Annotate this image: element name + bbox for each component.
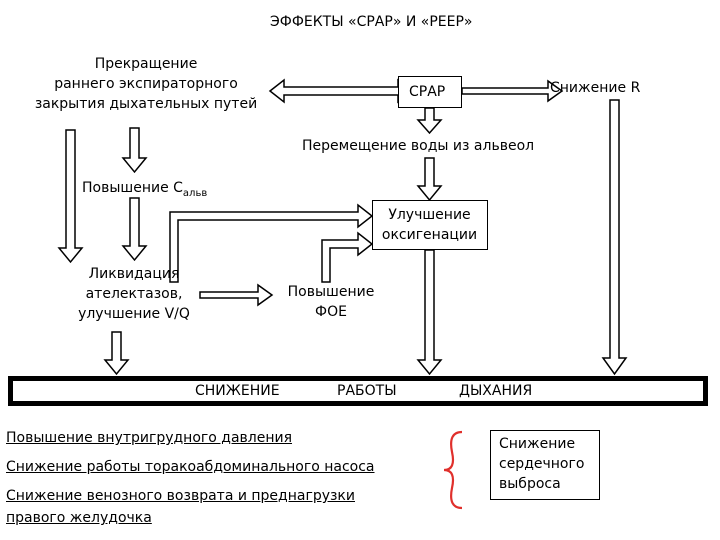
effect-3-cont: правого желудочка: [6, 510, 152, 526]
arrow-prekr-cpap: [268, 78, 414, 104]
arrow-peremesh-uluch: [416, 157, 443, 202]
arrow-povyshC-likv: [121, 197, 148, 262]
node-uluchshenie-text: Улучшение оксигенации: [373, 205, 486, 245]
node-prekrashchenie: Прекращение раннего экспираторного закры…: [20, 54, 272, 114]
node-uluchshenie-line2: оксигенации: [381, 227, 478, 243]
node-povyshenie-foe: Повышение ФОЕ: [278, 282, 384, 322]
node-likvidaciya-line2: ателектазов,: [85, 286, 183, 302]
node-cardiac-output-box: Снижение сердечного выброса: [490, 430, 600, 500]
node-cardiac-output-line1: Снижение: [499, 436, 576, 452]
arrow-cpap-peremesh: [416, 107, 443, 135]
node-snizhenie-r: Снижение R: [550, 80, 641, 96]
bar-snizhenie-raboty-dyhaniya: СНИЖЕНИЕ РАБОТЫ ДЫХАНИЯ: [8, 376, 708, 406]
arrow-prekr-povyshC: [121, 127, 148, 174]
node-cpap-box: СРАР: [398, 76, 462, 108]
node-povyshenie-c-sub: альв: [182, 187, 208, 199]
bar-word-2: РАБОТЫ: [337, 383, 397, 399]
diagram-title: ЭФФЕКТЫ «СРАР» И «РЕЕР»: [270, 14, 473, 30]
node-prekrashchenie-line3: закрытия дыхательных путей: [34, 96, 258, 112]
node-povyshenie-foe-line2: ФОЕ: [315, 304, 347, 320]
bar-inner: СНИЖЕНИЕ РАБОТЫ ДЫХАНИЯ: [13, 381, 703, 401]
node-uluchshenie-box: Улучшение оксигенации: [372, 200, 488, 250]
arrow-likv-bar: [103, 331, 130, 376]
bar-word-3: ДЫХАНИЯ: [459, 383, 533, 399]
node-povyshenie-c-text: Повышение С: [82, 180, 183, 196]
node-uluchshenie-line1: Улучшение: [388, 207, 471, 223]
arrow-likv-foe: [199, 283, 274, 307]
arrow-snizhR-bar: [601, 99, 628, 376]
node-likvidaciya-line3: улучшение V/Q: [78, 306, 190, 322]
node-cardiac-output-line2: сердечного: [499, 456, 585, 472]
curly-brace: [443, 430, 463, 510]
effect-2: Снижение работы торакоабдоминального нас…: [6, 459, 375, 475]
bar-word-1: СНИЖЕНИЕ: [195, 383, 280, 399]
node-prekrashchenie-line1: Прекращение: [94, 56, 198, 72]
node-peremeshchenie: Перемещение воды из альвеол: [302, 138, 535, 154]
arrow-foe-uluch: [321, 231, 374, 283]
node-cardiac-output-text: Снижение сердечного выброса: [499, 434, 584, 494]
arrow-povyshC-uluch: [169, 203, 374, 283]
node-likvidaciya: Ликвидация ателектазов, улучшение V/Q: [60, 264, 208, 324]
effect-3: Снижение венозного возврата и преднагруз…: [6, 488, 355, 504]
arrow-prekr-bar-left: [57, 129, 84, 264]
arrow-cpap-snizhR: [461, 79, 564, 103]
arrow-uluch-bar: [416, 249, 443, 376]
node-povyshenie-foe-line1: Повышение: [287, 284, 375, 300]
node-cpap-label: СРАР: [409, 84, 446, 100]
node-cardiac-output-line3: выброса: [499, 476, 561, 492]
node-povyshenie-c: Повышение Сальв: [82, 178, 207, 204]
node-prekrashchenie-line2: раннего экспираторного: [54, 76, 238, 92]
node-likvidaciya-line1: Ликвидация: [88, 266, 180, 282]
effect-1: Повышение внутригрудного давления: [6, 430, 293, 446]
